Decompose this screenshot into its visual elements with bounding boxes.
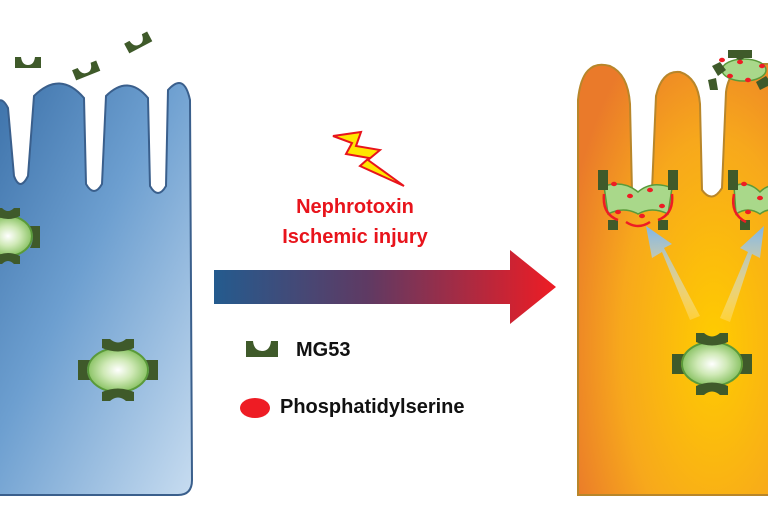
mg53-vesicle: [78, 339, 158, 401]
translocation-arrow: [720, 226, 764, 322]
mg53-vesicle: [0, 208, 40, 264]
legend-label-phosphatidylserine: Phosphatidylserine: [280, 396, 465, 418]
membrane-repair-patch: [708, 50, 768, 90]
translocation-arrow: [646, 226, 700, 320]
membrane-repair-patch: [598, 170, 678, 230]
transition-arrow: [214, 250, 556, 324]
phosphatidylserine-legend-icon: [240, 398, 270, 418]
legend-label-mg53: MG53: [296, 339, 351, 361]
trigger-label-nephrotoxin: Nephrotoxin: [296, 196, 414, 218]
membrane-repair-patch: [728, 170, 768, 230]
trigger-label-ischemic-injury: Ischemic injury: [282, 226, 428, 248]
mg53-legend-icon: [246, 341, 278, 357]
mg53-monomer: [124, 31, 153, 54]
mg53-vesicle: [672, 333, 752, 395]
lightning-icon: [332, 130, 405, 187]
healthy-cell: [0, 81, 194, 496]
mg53-monomer: [15, 57, 41, 68]
mg53-monomer: [72, 60, 101, 81]
